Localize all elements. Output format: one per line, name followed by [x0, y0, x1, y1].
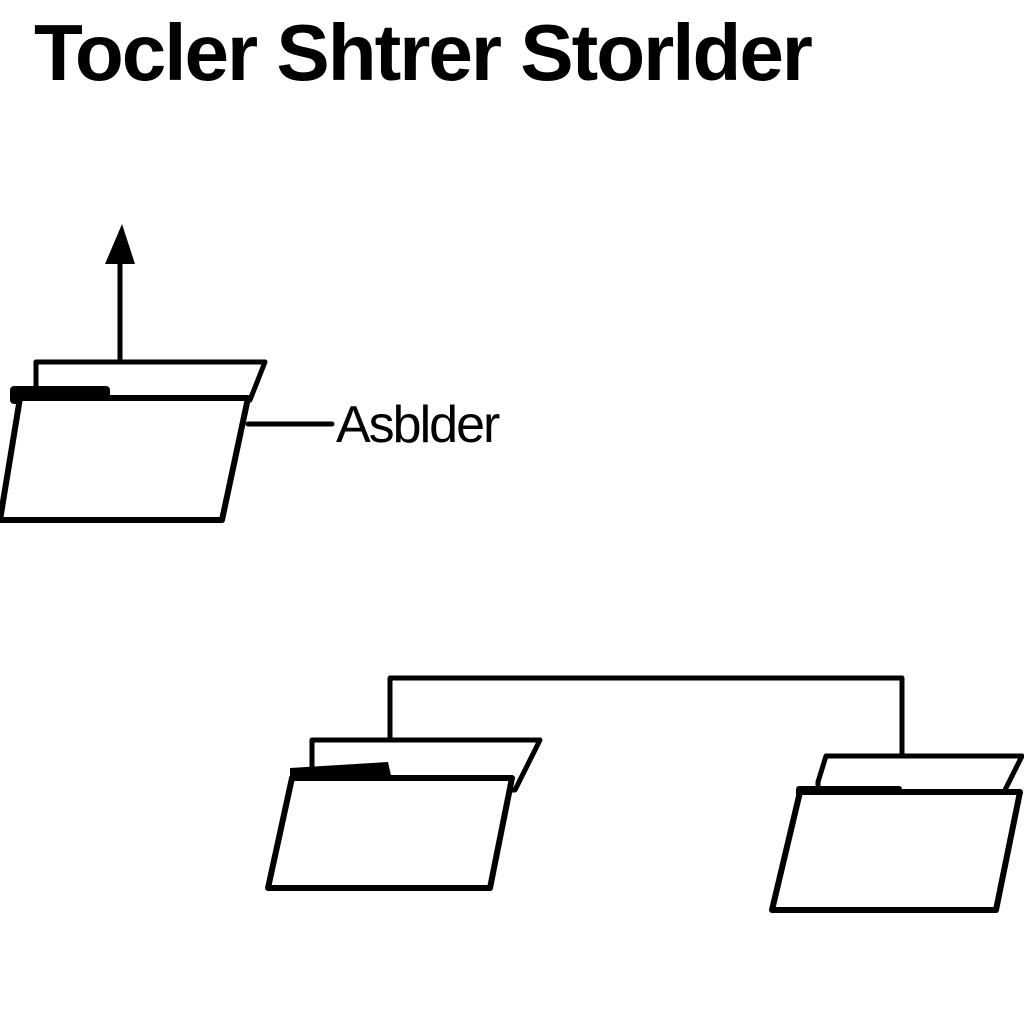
folder-icon: [265, 737, 543, 891]
folder-label: Asblder: [336, 396, 500, 454]
diagram-title: Tocler Shtrer Storlder: [34, 8, 812, 97]
arrow-up-icon: [105, 224, 135, 365]
folder-link-connector: [387, 675, 905, 758]
folder-icon: [0, 359, 268, 523]
folder-icon: [769, 753, 1024, 913]
